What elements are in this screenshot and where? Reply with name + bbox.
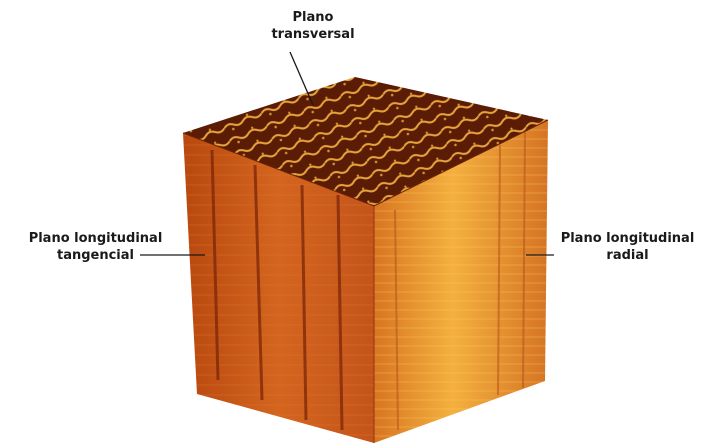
label-plano-transversal: Plano transversal [258, 9, 368, 43]
label-plano-longitudinal-tangencial: Plano longitudinal tangencial [8, 230, 183, 264]
label-left-line2: tangencial [8, 247, 183, 264]
label-right-line1: Plano longitudinal [540, 230, 705, 247]
label-plano-longitudinal-radial: Plano longitudinal radial [540, 230, 705, 264]
label-left-line1: Plano longitudinal [8, 230, 183, 247]
label-top-line1: Plano [258, 9, 368, 26]
label-right-line2: radial [540, 247, 705, 264]
label-top-line2: transversal [258, 26, 368, 43]
